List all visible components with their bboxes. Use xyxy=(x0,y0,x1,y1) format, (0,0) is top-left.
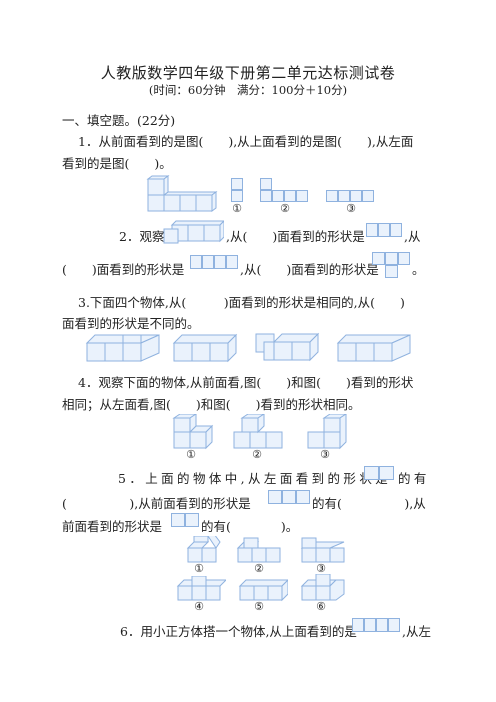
q2-shape-b xyxy=(190,255,238,269)
q5-line3a: 前面看到的形状是 xyxy=(62,519,163,534)
q5-line3b: 的有( )。 xyxy=(201,519,299,534)
q6-shape xyxy=(352,618,400,632)
q2-line2a: ( )面看到的形状是 xyxy=(62,262,185,277)
q2-part1: 2．观察 xyxy=(119,229,165,244)
q1-view-1 xyxy=(231,178,243,202)
page-title: 人教版数学四年级下册第二单元达标测试卷 xyxy=(100,64,396,82)
q5-label-2: ② xyxy=(254,562,264,575)
q4-object-3 xyxy=(306,413,348,450)
q3-object-4 xyxy=(336,333,412,362)
q2-shape-c xyxy=(372,252,410,278)
q3-line2: 面看到的形状是不同的。 xyxy=(62,316,200,331)
q1-label-3: ③ xyxy=(346,202,356,215)
q5-label-6: ⑥ xyxy=(316,600,326,613)
q5-object-4 xyxy=(176,575,228,601)
q5-label-1: ① xyxy=(194,562,204,575)
q1-view-2 xyxy=(260,178,308,202)
q4-label-1: ① xyxy=(186,448,196,461)
q5-object-6 xyxy=(300,573,345,601)
q1-label-2: ② xyxy=(280,202,290,215)
q1-view-3 xyxy=(326,190,374,202)
q3-object-1 xyxy=(85,333,161,362)
q5-label-3: ③ xyxy=(316,562,326,575)
q1-line1: 1．从前面看到的是图( ),从上面看到的是图( ),从左面 xyxy=(78,134,414,149)
q2-line2c: 。 xyxy=(412,262,425,277)
q6-part1: 6．用小正方体搭一个物体,从上面看到的是 xyxy=(120,624,357,639)
q4-line1: 4．观察下面的物体,从前面看,图( )和图( )看到的形状 xyxy=(78,375,414,390)
q2-object-figure xyxy=(162,219,226,246)
q5-part2: 的有 xyxy=(398,471,430,486)
q4-label-2: ② xyxy=(252,448,262,461)
q2-part3: ,从 xyxy=(404,229,421,244)
q2-part2: ,从( )面看到的形状是 xyxy=(226,229,365,244)
q3-object-3 xyxy=(254,330,326,362)
section-heading: 一、填空题。(22分) xyxy=(62,113,176,128)
q4-object-1 xyxy=(172,413,214,450)
q1-label-1: ① xyxy=(232,202,242,215)
q1-main-figure xyxy=(146,175,218,213)
q5-part1: 5．上面的物体中,从左面看到的形状是 xyxy=(118,471,392,486)
q2-line2b: ,从( )面看到的形状是 xyxy=(240,262,379,277)
q4-object-2 xyxy=(232,413,284,449)
q5-object-3 xyxy=(300,536,345,563)
q5-shape-c xyxy=(171,513,199,527)
q5-label-5: ⑤ xyxy=(254,600,264,613)
q5-line2a: ( ),从前面看到的形状是 xyxy=(62,496,251,511)
q5-object-5 xyxy=(238,576,290,602)
page-subtitle: (时间：60分钟 满分：100分＋10分) xyxy=(148,83,348,97)
q2-shape-a xyxy=(366,223,402,237)
q1-line2: 看到的是图( )。 xyxy=(62,156,172,171)
q5-label-4: ④ xyxy=(194,600,204,613)
q6-part2: ,从左 xyxy=(402,624,431,639)
q5-line2b: 的有( ),从 xyxy=(312,496,426,511)
q4-label-3: ③ xyxy=(320,448,330,461)
q5-object-2 xyxy=(236,536,282,563)
q5-object-1 xyxy=(186,533,221,563)
q3-line1: 3.下面四个物体,从( )面看到的形状是相同的,从( ) xyxy=(78,295,405,310)
q5-shape-b xyxy=(268,490,310,504)
q3-object-2 xyxy=(172,333,244,363)
q5-shape-a xyxy=(364,466,394,480)
q4-line2: 相同；从左面看,图( )和图( )看到的形状相同。 xyxy=(62,397,361,412)
